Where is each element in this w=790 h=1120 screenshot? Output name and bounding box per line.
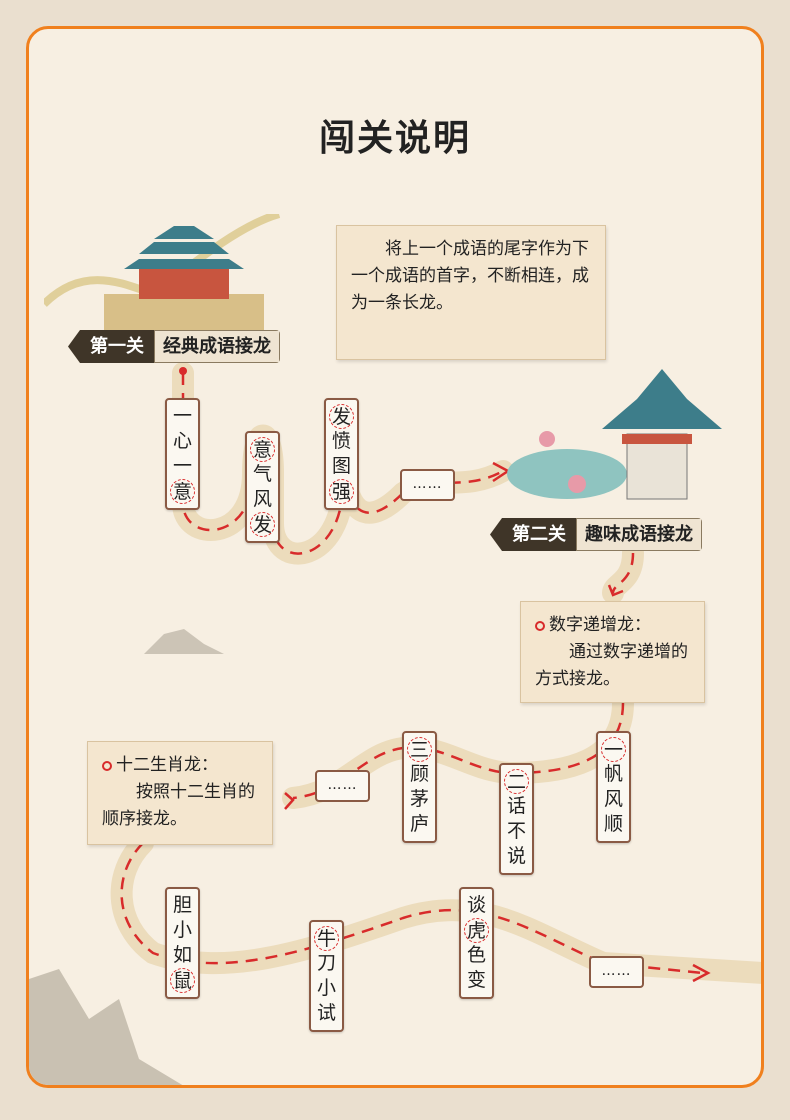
idiom-char: 胆 [172,894,192,916]
idiom-char: 心 [172,430,192,452]
note-body: 按照十二生肖的顺序接龙。 [102,782,255,829]
idiom-char: 牛 [314,926,339,951]
idiom-char: 风 [252,488,272,510]
idiom-char: 图 [331,455,351,477]
idiom-char: 刀 [316,952,336,974]
idiom-char: 不 [506,820,526,842]
idiom-char: 说 [506,845,526,867]
idiom-char: 发 [329,404,354,429]
idiom-char: 谈 [466,894,486,916]
idiom-card: 牛刀小试 [309,920,344,1032]
idiom-card: 一心一意 [165,398,200,510]
page-frame: 闯关说明 将上一个成语的尾字作为下一个成语的首字，不断相连，成为一条长龙。 第一… [26,26,764,1088]
zodiac-dragon-note: 十二生肖龙： 按照十二生肖的顺序接龙。 [87,741,273,845]
idiom-char: 风 [603,788,623,810]
idiom-char: 茅 [409,788,429,810]
idiom-char: 小 [172,919,192,941]
idiom-char: 帆 [603,763,623,785]
idiom-char: 强 [329,479,354,504]
dragon-path [110,362,761,984]
level1-note: 将上一个成语的尾字作为下一个成语的首字，不断相连，成为一条长龙。 [336,225,606,360]
idiom-char: 顺 [603,813,623,835]
ellipsis-card: …… [400,469,455,501]
bullet-icon [535,620,545,631]
idiom-card: 胆小如鼠 [165,887,200,999]
idiom-char: 三 [407,737,432,762]
idiom-char: 气 [252,463,272,485]
idiom-char: 一 [172,405,192,427]
level2-label: 第二关 趣味成语接龙 [490,518,702,551]
ellipsis-card: …… [315,770,370,802]
level1-tag: 第一关 [68,330,154,363]
idiom-char: 变 [466,969,486,991]
bullet-icon [102,760,112,771]
idiom-char: 一 [601,737,626,762]
idiom-char: 意 [250,437,275,462]
idiom-char: 虎 [464,918,489,943]
number-dragon-note: 数字递增龙： 通过数字递增的方式接龙。 [520,601,705,703]
note-heading: 十二生肖龙： [116,755,218,775]
note-body: 通过数字递增的方式接龙。 [535,642,688,689]
idiom-char: 小 [316,977,336,999]
idiom-char: 顾 [409,763,429,785]
idiom-char: 庐 [409,813,429,835]
idiom-char: 二 [504,769,529,794]
idiom-card: 一帆风顺 [596,731,631,843]
pavilion-pond-illustration [507,369,722,500]
idiom-card: 意气风发 [245,431,280,543]
idiom-card: 发愤图强 [324,398,359,510]
ellipsis-card: …… [589,956,644,988]
idiom-char: 色 [466,944,486,966]
idiom-card: 三顾茅庐 [402,731,437,843]
idiom-char: 鼠 [170,968,195,993]
idiom-char: 意 [170,479,195,504]
level2-name: 趣味成语接龙 [576,518,702,551]
idiom-card: 二话不说 [499,763,534,875]
idiom-char: 话 [506,795,526,817]
note-heading: 数字递增龙： [549,615,651,635]
mountain-illustration [29,969,183,1085]
level1-name: 经典成语接龙 [154,330,280,363]
idiom-char: 如 [172,944,192,966]
pagoda-illustration [44,214,281,334]
level2-tag: 第二关 [490,518,576,551]
idiom-char: 一 [172,455,192,477]
idiom-card: 谈虎色变 [459,887,494,999]
idiom-char: 发 [250,512,275,537]
idiom-char: 试 [316,1002,336,1024]
level1-label: 第一关 经典成语接龙 [68,330,280,363]
idiom-char: 愤 [331,430,351,452]
rock-illustration [144,629,224,654]
page-title: 闯关说明 [318,117,471,159]
